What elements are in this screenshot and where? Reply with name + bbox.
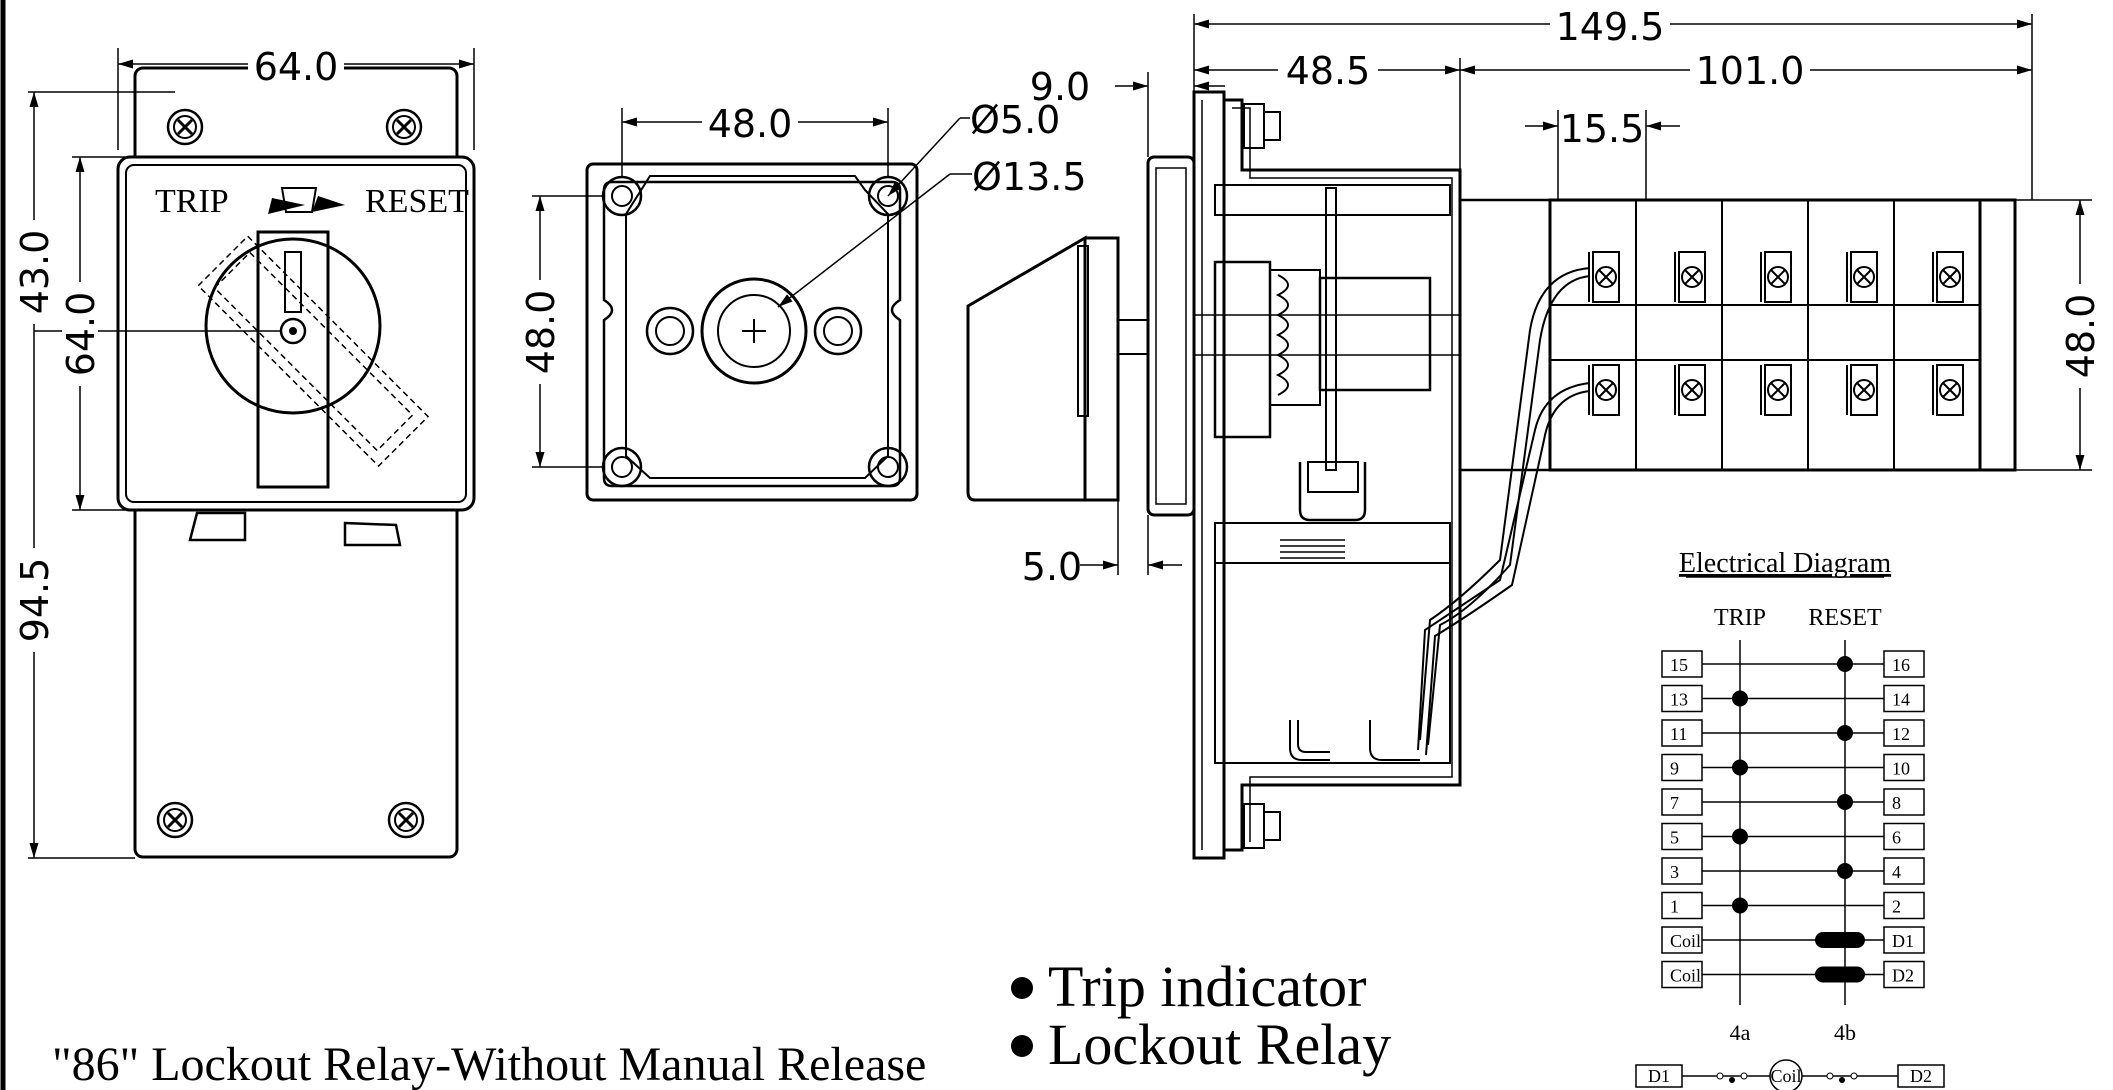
contact-dot [1837,656,1853,672]
terminal-screw-icon [1760,364,1792,416]
dim-center-diameter: Ø13.5 [972,155,1087,199]
col-reset-label: RESET [1808,605,1882,631]
dim-front-width: 64.0 [254,45,339,89]
terminal-screw-icon [1846,364,1878,416]
dim-rear-depth: 101.0 [1696,49,1805,93]
dim-panel-height: 64.0 [59,292,103,377]
handle-lever[interactable] [256,230,330,489]
feature-list: Trip indicator Lockout Relay [1011,954,1391,1077]
col-trip-label: TRIP [1714,605,1766,631]
front-view: TRIP RESET 64.0 94.5 43.0 [13,42,476,859]
terminal-label: Coil [1670,966,1701,986]
feature-item: Trip indicator [1048,954,1366,1019]
terminal-box [1883,788,1925,816]
contact-dot [1732,897,1748,914]
dim-overall-depth: 149.5 [1556,5,1665,49]
dim-center-height: 43.0 [13,230,57,315]
terminal-box [1661,857,1703,885]
terminal-screw-icon [1932,364,1964,416]
dim-hole-spacing-h: 48.0 [708,102,793,146]
drawing-caption: "86" Lockout Relay-Without Manual Releas… [52,1038,926,1090]
handle-dial[interactable] [204,237,382,415]
terminal-label: 11 [1670,724,1687,744]
dim-front-depth: 48.5 [1286,49,1371,93]
terminal-box [1661,753,1703,782]
terminal-screw-icon [1588,364,1620,416]
terminal-label: D1 [1892,931,1914,951]
terminal-label: 9 [1670,759,1679,779]
dim-hole-diameter: Ø5.0 [970,98,1060,142]
dim-panel-thickness: 9.0 [1030,65,1090,109]
terminal-label: 12 [1892,724,1910,744]
terminal-label: 5 [1670,828,1679,848]
terminal-box [1661,891,1703,920]
reset-label: RESET [365,183,469,220]
arrow-indicator-icon [268,187,345,214]
contact-dot [1837,794,1853,810]
lower-mounting-plate [133,488,459,859]
contact-dot [1732,828,1748,845]
dim-deck-pitch: 15.5 [1560,107,1645,151]
contact-dot [1732,690,1748,707]
col-trip-code: 4a [1730,1020,1751,1045]
terminal-screw-icon [1674,364,1706,416]
reset-position-ghost [197,235,430,468]
feature-item: Lockout Relay [1048,1012,1391,1077]
terminal-box [1883,822,1925,851]
screw-cross-icon [156,801,194,839]
terminal-screw-icon [1846,251,1878,303]
trip-label: TRIP [155,183,229,220]
terminal-screw-icon [1932,251,1964,303]
terminal-label: D2 [1892,966,1914,986]
dim-deck-height: 48.0 [2059,294,2103,379]
cutout-view: 48.0 48.0 Ø5.0 Ø13.5 [519,98,1087,502]
terminal-box [1883,857,1925,885]
terminal-screw-icon [1760,251,1792,303]
coil-contact [1815,932,1865,948]
terminal-label: 7 [1670,793,1679,813]
terminal-screw-icon [1674,251,1706,303]
terminal-box [1661,788,1703,816]
terminal-label: 16 [1892,655,1910,675]
terminal-label: 14 [1892,690,1910,710]
terminal-label: 4 [1892,862,1901,882]
circuit-coil: Coil [1770,1066,1801,1086]
dim-overall-height: 94.5 [13,558,57,643]
terminal-box [1883,684,1925,713]
terminal-box [1883,891,1925,920]
dim-hole-spacing-v: 48.0 [519,290,563,375]
terminal-label: 15 [1670,655,1688,675]
contact-dot [1837,725,1853,741]
contact-dot [1732,759,1748,776]
terminal-box [1661,926,1703,954]
dim-handle-gap: 5.0 [1022,545,1082,589]
terminal-label: 3 [1670,862,1679,882]
terminal-label: 1 [1670,897,1679,917]
coil-contact [1815,966,1865,983]
circuit-d2: D2 [1910,1066,1932,1086]
terminal-label: 6 [1892,828,1901,848]
screw-cross-icon [387,801,425,839]
side-view: 149.5 48.5 101.0 15.5 9.0 5.0 48.0 [966,4,2103,860]
terminal-label: 8 [1892,793,1901,813]
col-reset-code: 4b [1834,1020,1856,1045]
terminal-box [1883,960,1925,989]
terminal-box [1661,684,1703,713]
screw-cross-icon [166,108,204,146]
terminal-box [1661,822,1703,851]
terminal-label: 10 [1892,759,1910,779]
terminal-box [1661,960,1703,989]
circuit-d1: D1 [1648,1066,1670,1086]
terminal-screw-icon [1588,251,1620,303]
terminal-label: Coil [1670,931,1701,951]
terminal-label: 2 [1892,897,1901,917]
terminal-label: 13 [1670,690,1688,710]
screw-cross-icon [385,108,423,146]
electrical-diagram-title: Electrical Diagram [1679,548,1891,579]
contact-dot [1837,863,1853,879]
